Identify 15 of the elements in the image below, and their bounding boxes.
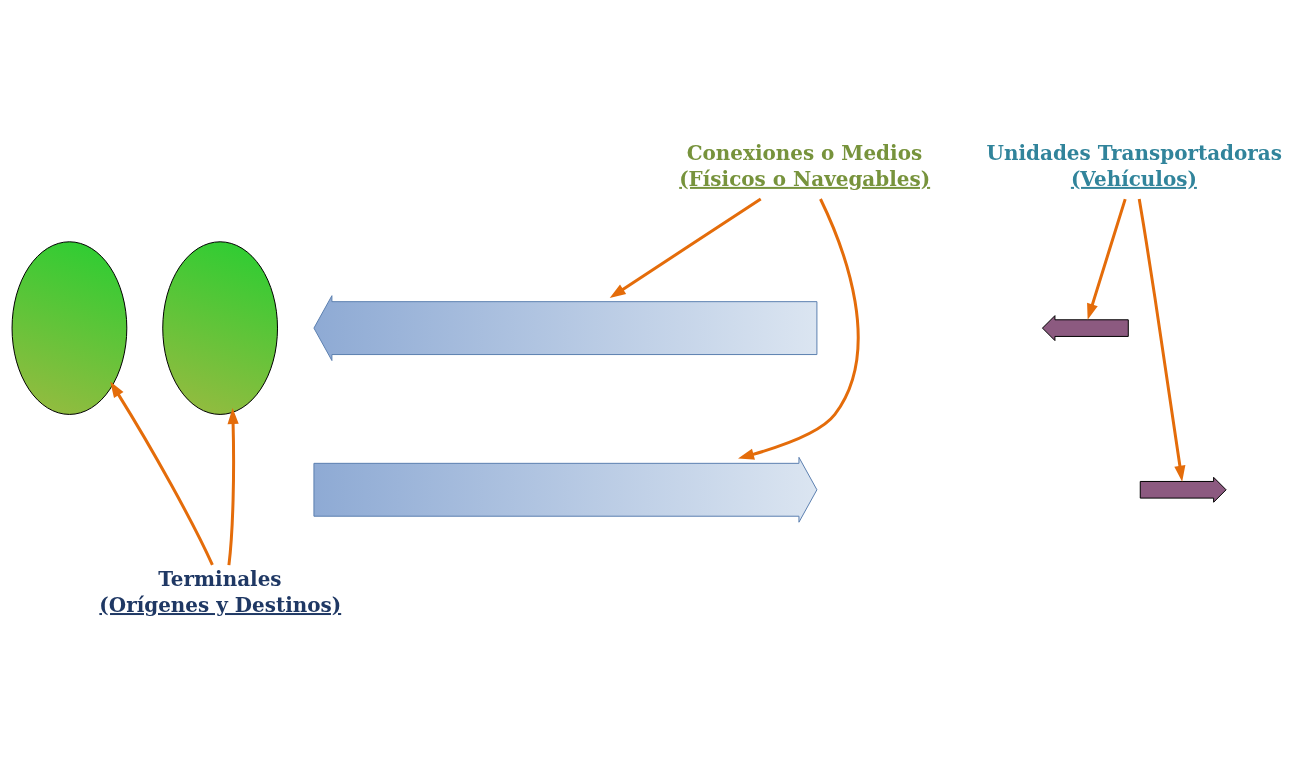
arrow (1137, 198, 1186, 482)
node-text: Conexiones o Medios (Físicos o Navegables) (679, 140, 931, 191)
node-ellipse (11, 240, 128, 415)
node-chevron (1139, 476, 1227, 503)
node-arrow (313, 456, 818, 523)
arrow (738, 197, 860, 460)
node-arrow (313, 294, 818, 361)
arrow (227, 407, 239, 565)
arrow (1087, 198, 1127, 320)
node-ellipse (162, 240, 278, 415)
arrow (609, 197, 762, 298)
node-chevron (1041, 314, 1129, 341)
node-text: Unidades Transportadoras (Vehículos) (986, 140, 1282, 191)
arrow (110, 380, 214, 566)
node-text: Terminales (Orígenes y Destinos) (99, 566, 342, 617)
